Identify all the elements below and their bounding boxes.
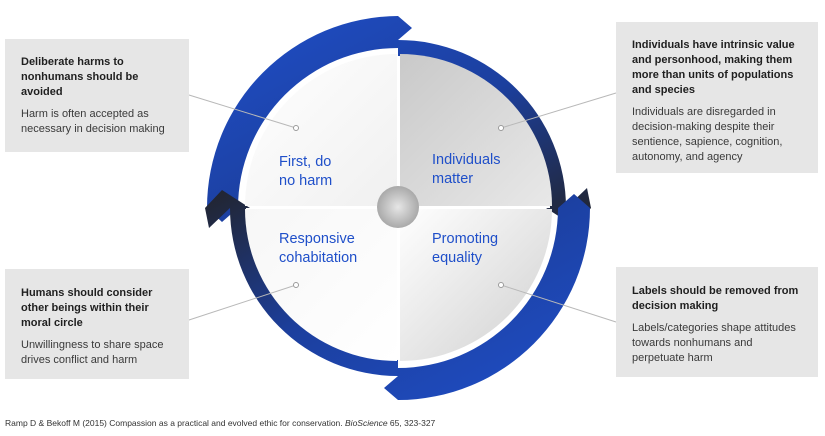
callout-body: Individuals are disregarded in decision-…: [632, 106, 783, 163]
citation-prefix: Ramp D & Bekoff M (2015) Compassion as a…: [5, 418, 346, 428]
quadrant-responsive-cohabitation: [245, 209, 397, 361]
label-responsive-cohabitation: Responsive cohabitation: [279, 231, 359, 266]
dot-bottom-right: [498, 282, 504, 288]
citation-journal: BioScience: [345, 418, 388, 428]
label-tl-line1: First, do: [279, 154, 331, 170]
label-br-line1: Promoting: [432, 231, 498, 247]
callout-responsive-cohabitation: Humans should consider other beings with…: [5, 269, 189, 379]
dot-top-right: [498, 125, 504, 131]
quadrant-first-do-no-harm: [245, 54, 397, 206]
quadrants: [245, 54, 552, 361]
citation-suffix: 65, 323-327: [387, 418, 436, 428]
label-tr-line2: matter: [432, 171, 473, 187]
callout-title: Humans should consider other beings with…: [21, 287, 153, 329]
label-individuals-matter: Individuals matter: [432, 152, 505, 187]
label-bl-line1: Responsive: [279, 231, 355, 247]
cycle-ring: [205, 16, 591, 400]
quadrant-individuals-matter: [400, 54, 552, 206]
callout-individuals-matter: Individuals have intrinsic value and per…: [616, 22, 818, 173]
callout-first-do-no-harm: Deliberate harms to nonhumans should be …: [5, 39, 189, 152]
connector-top-right: [500, 92, 617, 129]
center-hub: [377, 186, 419, 228]
label-bl-line2: cohabitation: [279, 250, 357, 266]
dot-top-left: [293, 125, 299, 131]
label-tl-line2: no harm: [279, 173, 332, 189]
quadrant-promoting-equality: [400, 209, 552, 361]
connector-bottom-right: [500, 284, 617, 323]
ring-arrow-lower: [205, 190, 590, 400]
label-first-do-no-harm: First, do no harm: [279, 154, 335, 189]
callout-body: Harm is often accepted as necessary in d…: [21, 108, 165, 135]
ring-arrow-upper: [207, 16, 591, 226]
connector-top-left: [188, 94, 297, 129]
label-br-line2: equality: [432, 250, 483, 266]
callout-title: Deliberate harms to nonhumans should be …: [21, 56, 139, 98]
callout-promoting-equality: Labels should be removed from decision m…: [616, 267, 818, 377]
callout-body: Unwillingness to share space drives conf…: [21, 339, 164, 366]
label-promoting-equality: Promoting equality: [432, 231, 502, 266]
callout-title: Labels should be removed from decision m…: [632, 285, 799, 312]
connector-lines: [188, 92, 617, 323]
connector-bottom-left: [188, 284, 297, 321]
label-tr-line1: Individuals: [432, 152, 501, 168]
citation: Ramp D & Bekoff M (2015) Compassion as a…: [5, 418, 435, 428]
dot-bottom-left: [293, 282, 299, 288]
connector-dots: [293, 125, 504, 288]
callout-title: Individuals have intrinsic value and per…: [632, 39, 795, 96]
callout-body: Labels/categories shape attitudes toward…: [632, 322, 796, 364]
